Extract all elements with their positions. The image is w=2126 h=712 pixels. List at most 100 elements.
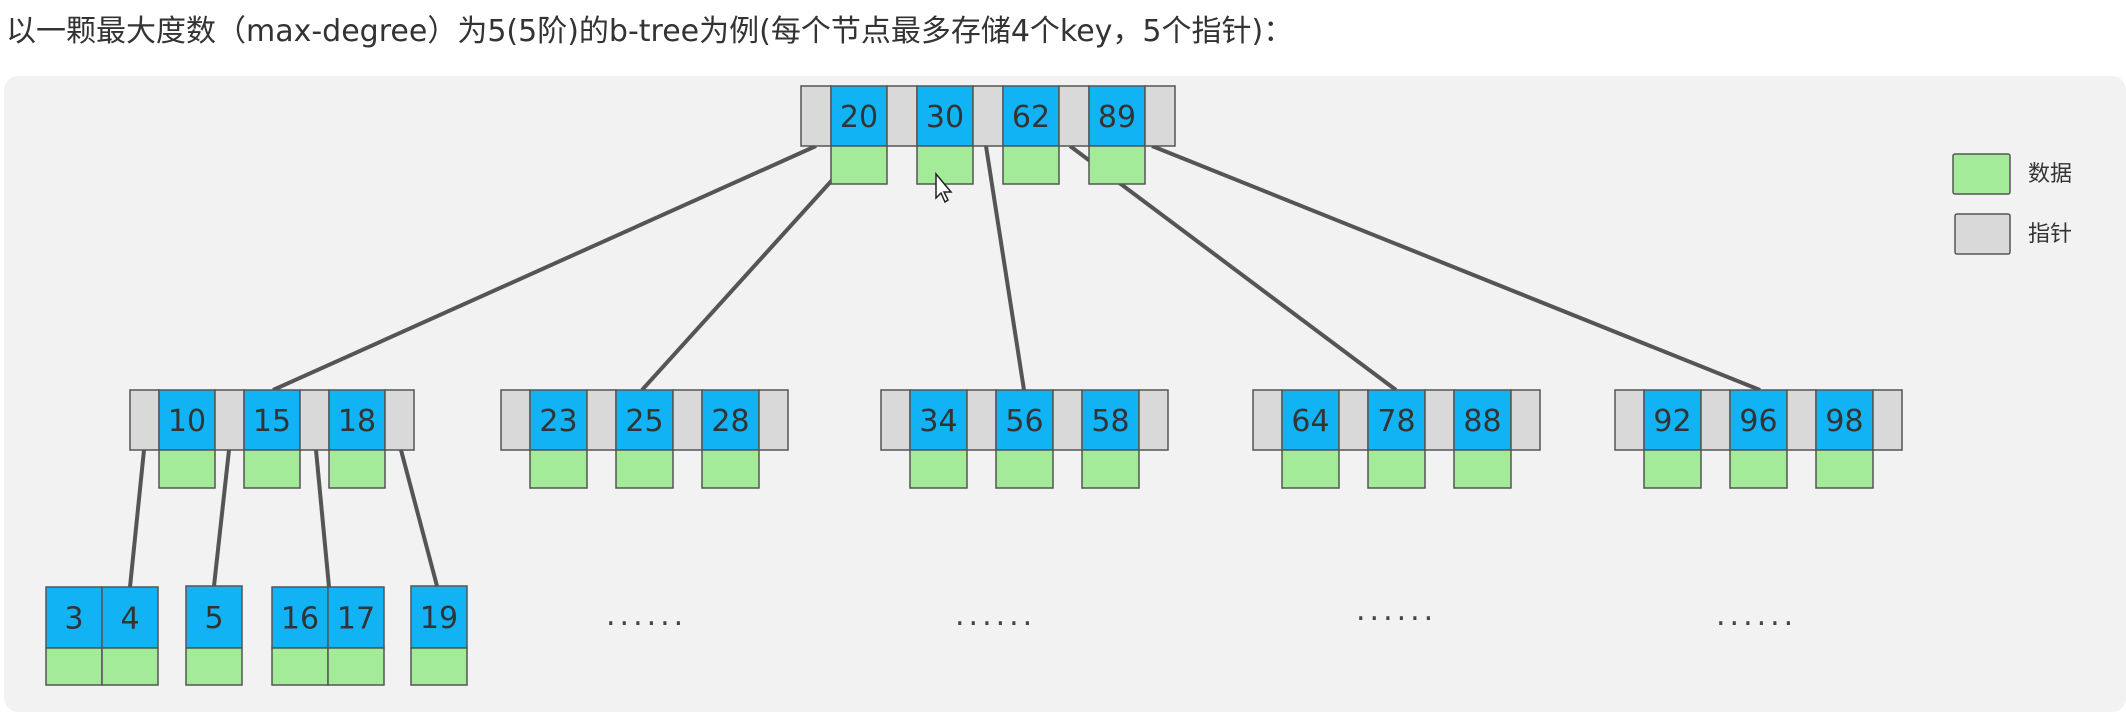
data-cell: [615, 449, 674, 489]
key-label: 96: [1739, 404, 1777, 439]
pointer-cell: [384, 389, 415, 451]
legend: 数据 指针: [1952, 153, 2072, 255]
key-label: 10: [168, 404, 206, 439]
key-label: 23: [539, 404, 577, 439]
data-cell: [1453, 449, 1512, 489]
key-label: 30: [926, 100, 964, 135]
key-cell: [916, 85, 974, 147]
data-cell: [529, 449, 588, 489]
key-cell: [909, 389, 968, 451]
pointer-cell: [1510, 389, 1541, 451]
data-cell: [158, 449, 216, 489]
ellipsis-4: ......: [1716, 598, 1797, 633]
pointer-cell: [972, 85, 1004, 147]
key-label: 15: [253, 404, 291, 439]
key-cell: [101, 586, 159, 649]
key-label: 3: [64, 602, 83, 637]
data-cell: [1081, 449, 1140, 489]
key-cell: [410, 585, 468, 649]
key-label: 25: [625, 404, 663, 439]
data-cell: [271, 647, 329, 686]
data-cell: [1002, 145, 1060, 185]
key-label: 62: [1012, 100, 1050, 135]
ellipsis-3: ......: [1356, 593, 1437, 628]
level2-node-5: 92 96 98: [1614, 389, 1903, 489]
leaf-node-4: 19: [410, 585, 468, 686]
data-cell: [909, 449, 968, 489]
key-cell: [615, 389, 674, 451]
pointer-cell: [1138, 389, 1169, 451]
key-label: 56: [1005, 404, 1043, 439]
key-label: 64: [1291, 404, 1329, 439]
key-cell: [1002, 85, 1060, 147]
data-cell: [328, 449, 386, 489]
pointer-cell: [214, 389, 245, 451]
level2-node-3: 34 56 58: [880, 389, 1169, 489]
pointer-cell: [1338, 389, 1369, 451]
pointer-cell: [1614, 389, 1645, 451]
data-cell: [327, 647, 385, 686]
key-cell: [327, 586, 385, 649]
ellipsis-1: ......: [606, 598, 687, 633]
key-label: 98: [1825, 404, 1863, 439]
data-cell: [701, 449, 760, 489]
key-cell: [185, 585, 243, 649]
data-cell: [1281, 449, 1340, 489]
pointer-cell: [1144, 85, 1176, 147]
tree-edge: [314, 449, 331, 588]
ellipsis-group: ...... ...... ...... ......: [606, 593, 1797, 633]
legend-pointer-label: 指针: [2028, 222, 2072, 247]
legend-data-label: 数据: [2028, 162, 2072, 187]
key-label: 4: [120, 602, 139, 637]
pointer-cell: [800, 85, 832, 147]
tree-edge: [272, 144, 817, 392]
pointer-cell: [1786, 389, 1817, 451]
data-cell: [830, 145, 888, 185]
tree-edge: [128, 449, 146, 588]
ellipsis-2: ......: [955, 598, 1036, 633]
key-cell: [1729, 389, 1788, 451]
key-cell: [45, 586, 103, 649]
legend-data-swatch: [1952, 153, 2011, 195]
key-label: 5: [204, 601, 223, 636]
data-cell: [1729, 449, 1788, 489]
legend-pointer-swatch: [1954, 213, 2011, 255]
key-label: 78: [1377, 404, 1415, 439]
key-cell: [1088, 85, 1146, 147]
tree-edge: [984, 145, 1026, 391]
leaf-node-2: 5: [185, 585, 243, 686]
pointer-cell: [758, 389, 789, 451]
pointer-cell: [672, 389, 703, 451]
data-cell: [1367, 449, 1426, 489]
pointer-cell: [886, 85, 918, 147]
key-cell: [158, 389, 216, 451]
data-cell: [1815, 449, 1874, 489]
pointer-cell: [1058, 85, 1090, 147]
pointer-cell: [586, 389, 617, 451]
pointer-cell: [1700, 389, 1731, 451]
pointer-cell: [1872, 389, 1903, 451]
pointer-cell: [129, 389, 160, 451]
level2-node-4: 64 78 88: [1252, 389, 1541, 489]
pointer-cell: [1424, 389, 1455, 451]
pointer-cell: [1252, 389, 1283, 451]
key-label: 92: [1653, 404, 1691, 439]
data-cell: [185, 647, 243, 686]
key-label: 89: [1098, 100, 1136, 135]
pointer-cell: [880, 389, 911, 451]
data-cell: [243, 449, 301, 489]
tree-edge: [399, 449, 439, 587]
key-label: 19: [420, 601, 458, 636]
key-label: 58: [1091, 404, 1129, 439]
data-cell: [410, 647, 468, 686]
key-label: 88: [1463, 404, 1501, 439]
tree-edges: [128, 144, 1761, 588]
key-label: 34: [919, 404, 957, 439]
pointer-cell: [1052, 389, 1083, 451]
pointer-cell: [299, 389, 330, 451]
